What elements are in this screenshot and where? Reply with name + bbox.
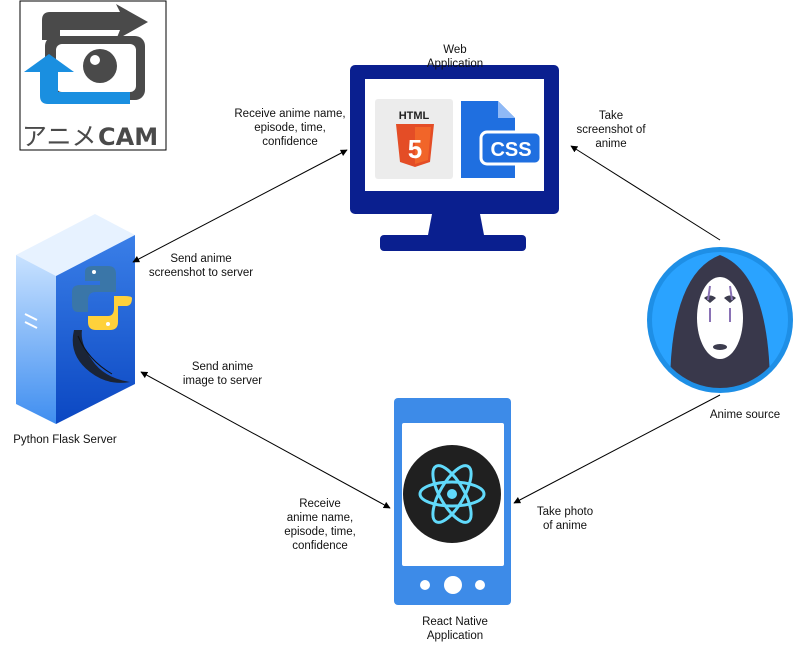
logo-en-text: CAM bbox=[98, 123, 158, 151]
css-badge-text: CSS bbox=[490, 139, 531, 161]
html-badge-text: HTML bbox=[399, 110, 430, 122]
edge-label-receive-mobile: Receive anime name, episode, time, confi… bbox=[284, 498, 356, 552]
logo-jp-text: アニメ bbox=[22, 122, 97, 151]
arrow-source-mobile bbox=[513, 394, 721, 504]
arrow-icon bbox=[132, 145, 721, 509]
react-atom-icon bbox=[403, 445, 501, 543]
web-app-title: Web Application bbox=[426, 44, 484, 70]
arrow-source-web bbox=[570, 145, 721, 241]
edge-label-receive-web: Receive anime name, episode, time, confi… bbox=[234, 108, 346, 148]
source-title: Anime source bbox=[709, 409, 781, 421]
html5-icon bbox=[375, 99, 453, 179]
python-logo-icon bbox=[72, 266, 132, 330]
edge-label-take-screenshot: Take screenshot of anime bbox=[576, 110, 646, 150]
arrow-server-web bbox=[132, 149, 348, 263]
mobile-title: React Native Application bbox=[422, 616, 488, 642]
html-number-text: 5 bbox=[408, 134, 422, 164]
server-title: Python Flask Server bbox=[13, 434, 117, 446]
animecam-logo-icon bbox=[19, 0, 167, 151]
no-face-avatar-icon bbox=[647, 247, 793, 393]
arrow-server-mobile bbox=[140, 371, 391, 509]
css-file-icon bbox=[461, 101, 543, 178]
flask-horn-icon bbox=[72, 330, 130, 383]
edge-label-send-image: Send anime image to server bbox=[182, 361, 263, 387]
edge-label-take-photo: Take photo of anime bbox=[536, 506, 594, 532]
edge-label-send-screenshot: Send anime screenshot to server bbox=[148, 253, 254, 279]
